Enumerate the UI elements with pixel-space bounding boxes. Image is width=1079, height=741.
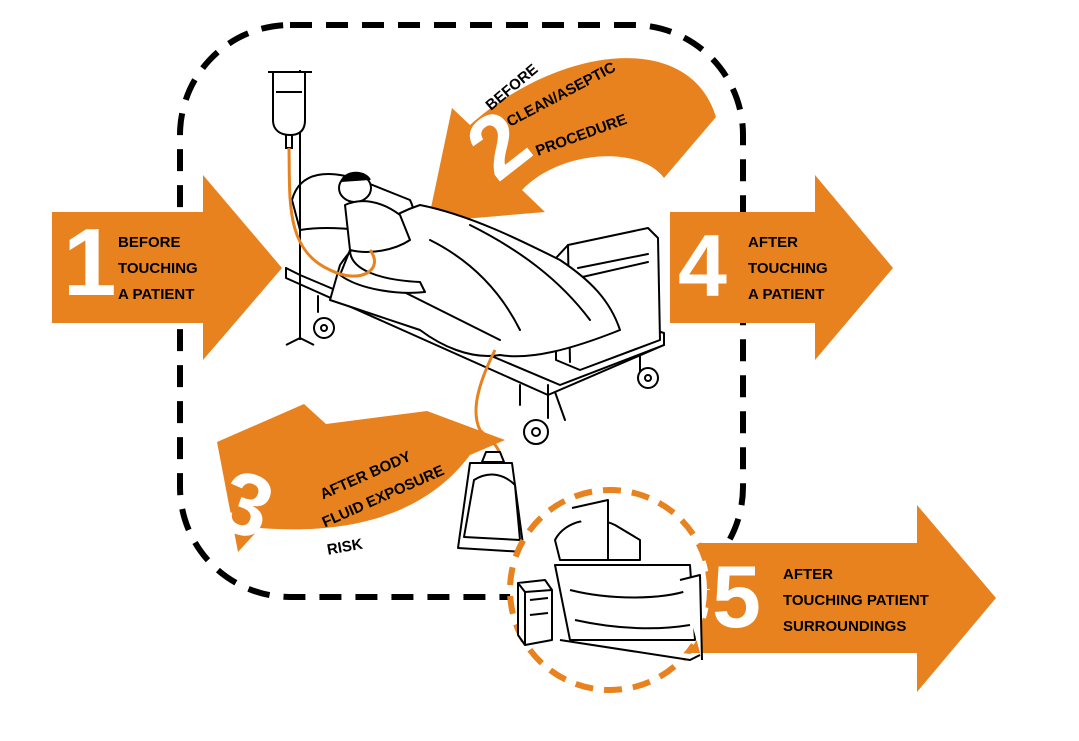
moment-3-arrow (217, 404, 505, 552)
moment-1-label-line-2: TOUCHING (118, 260, 198, 277)
drainage-bag-icon (457, 349, 525, 553)
moment-4-label-line-3: A PATIENT (748, 286, 825, 303)
moment-5-label-line-2: TOUCHING PATIENT (783, 592, 929, 609)
moment-5-arrow (690, 505, 996, 692)
moment-1-label-line-1: BEFORE (118, 234, 181, 251)
moment-5-label-line-1: AFTER (783, 566, 833, 583)
moment-4-label-line-2: TOUCHING (748, 260, 828, 277)
bedside-cabinet-icon (517, 499, 703, 661)
moment-4-arrow (670, 175, 893, 360)
moment-5-label-line-3: SURROUNDINGS (783, 618, 907, 635)
moment-2-arrow (428, 58, 716, 222)
iv-drip-icon (268, 70, 376, 346)
moment-1-label-line-3: A PATIENT (118, 286, 195, 303)
moment-5-number: 5 (712, 547, 761, 646)
moment-4-number: 4 (678, 216, 727, 315)
moment-4-label-line-1: AFTER (748, 234, 798, 251)
patient-icon (338, 171, 426, 294)
moment-1-arrow (52, 175, 282, 360)
moment-1-number: 1 (63, 209, 117, 316)
